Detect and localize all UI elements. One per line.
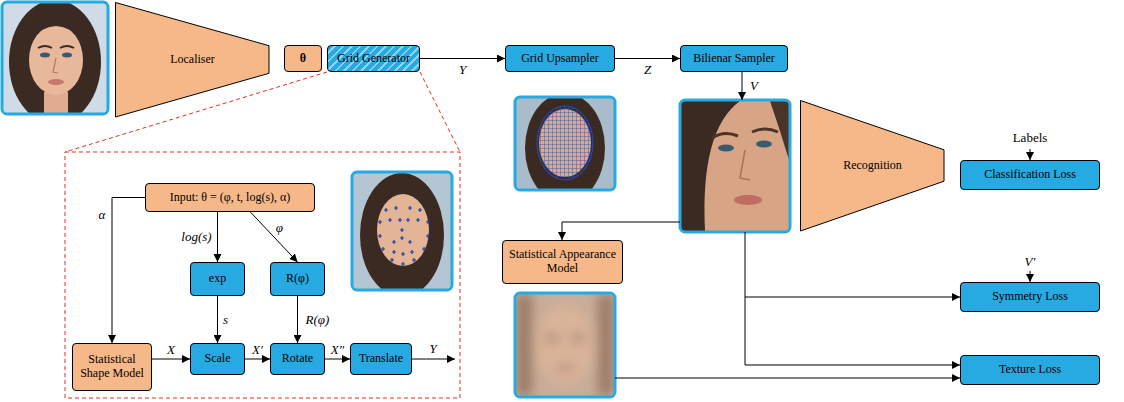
signal-label: V [750, 79, 758, 93]
process-box: exp [190, 262, 245, 296]
node-label: exp [209, 272, 226, 286]
process-box: R(φ) [270, 262, 325, 296]
node-label: Statistical Shape Model [77, 353, 147, 381]
edge-label: s [223, 312, 228, 326]
node-label: Rotate [282, 352, 313, 366]
trapezoid-shape [116, 3, 270, 118]
edge-label: φ [276, 221, 283, 235]
node-label: θ [300, 52, 306, 66]
generator-box: Grid Generator [327, 45, 420, 72]
edge-label: log(s) [181, 230, 211, 244]
process-box: Grid Upsampler [505, 45, 615, 72]
node-label: Localiser [170, 53, 215, 67]
signal-wires [412, 72, 1030, 378]
signal-label: Y [429, 342, 436, 356]
network-trapezoid: Recognition [800, 100, 945, 232]
edge-label: α [99, 208, 106, 222]
zoom-bracket [65, 72, 460, 398]
node-label: Bilienar Sampler [693, 52, 775, 66]
trapezoid-shape [801, 101, 945, 232]
loss-box: Classification Loss [960, 160, 1100, 190]
connector-arrow [420, 58, 505, 59]
connector-arrow [250, 212, 297, 262]
signal-label: V′ [1025, 255, 1036, 269]
connector-arrow [325, 359, 350, 360]
network-trapezoid: Localiser [115, 2, 270, 118]
input-label: Labels [1013, 131, 1048, 145]
node-label: Recognition [843, 159, 902, 173]
process-box: Rotate [270, 343, 325, 375]
connector-arrow [297, 296, 298, 343]
input-face-photo [2, 0, 108, 124]
parameter-box: θ [284, 45, 322, 72]
connector-arrow [245, 359, 270, 360]
process-box: Bilienar Sampler [680, 45, 788, 72]
process-box: Scale [190, 343, 245, 375]
process-box: Translate [350, 343, 412, 375]
input-box: Input: θ = (φ, t, log(s), α) [145, 183, 315, 212]
node-label: Statistical Appearance Model [507, 248, 618, 276]
node-label: Input: θ = (φ, t, log(s), α) [170, 191, 291, 205]
edge-label: X′ [252, 343, 263, 357]
node-label: Texture Loss [999, 363, 1061, 377]
connector-arrow [217, 212, 218, 262]
edge-label: R(φ) [306, 312, 330, 326]
connector-arrow [615, 58, 680, 59]
edge-label: X″ [331, 343, 344, 357]
loss-box: Symmetry Loss [960, 282, 1100, 312]
connector-arrow [152, 359, 190, 360]
warped-face-photo [680, 100, 790, 232]
node-label: Grid Upsampler [521, 52, 599, 66]
node-label: R(φ) [286, 272, 309, 286]
model-box: Statistical Shape Model [72, 343, 152, 391]
loss-box: Texture Loss [960, 355, 1100, 385]
connector-arrow [112, 198, 145, 344]
node-label: Symmetry Loss [992, 290, 1068, 304]
landmark-face-photo [352, 172, 452, 297]
node-label: Translate [359, 352, 403, 366]
edge-label: X [167, 343, 175, 357]
mean-appearance-image [515, 293, 615, 397]
mesh-face-photo [515, 93, 615, 203]
edge-label: Z [644, 62, 651, 76]
connector-arrow [217, 296, 218, 343]
node-label: Grid Generator [337, 52, 410, 66]
node-label: Classification Loss [984, 168, 1076, 182]
edge-label: Y [459, 62, 466, 76]
node-label: Scale [205, 352, 231, 366]
model-box: Statistical Appearance Model [502, 240, 623, 284]
